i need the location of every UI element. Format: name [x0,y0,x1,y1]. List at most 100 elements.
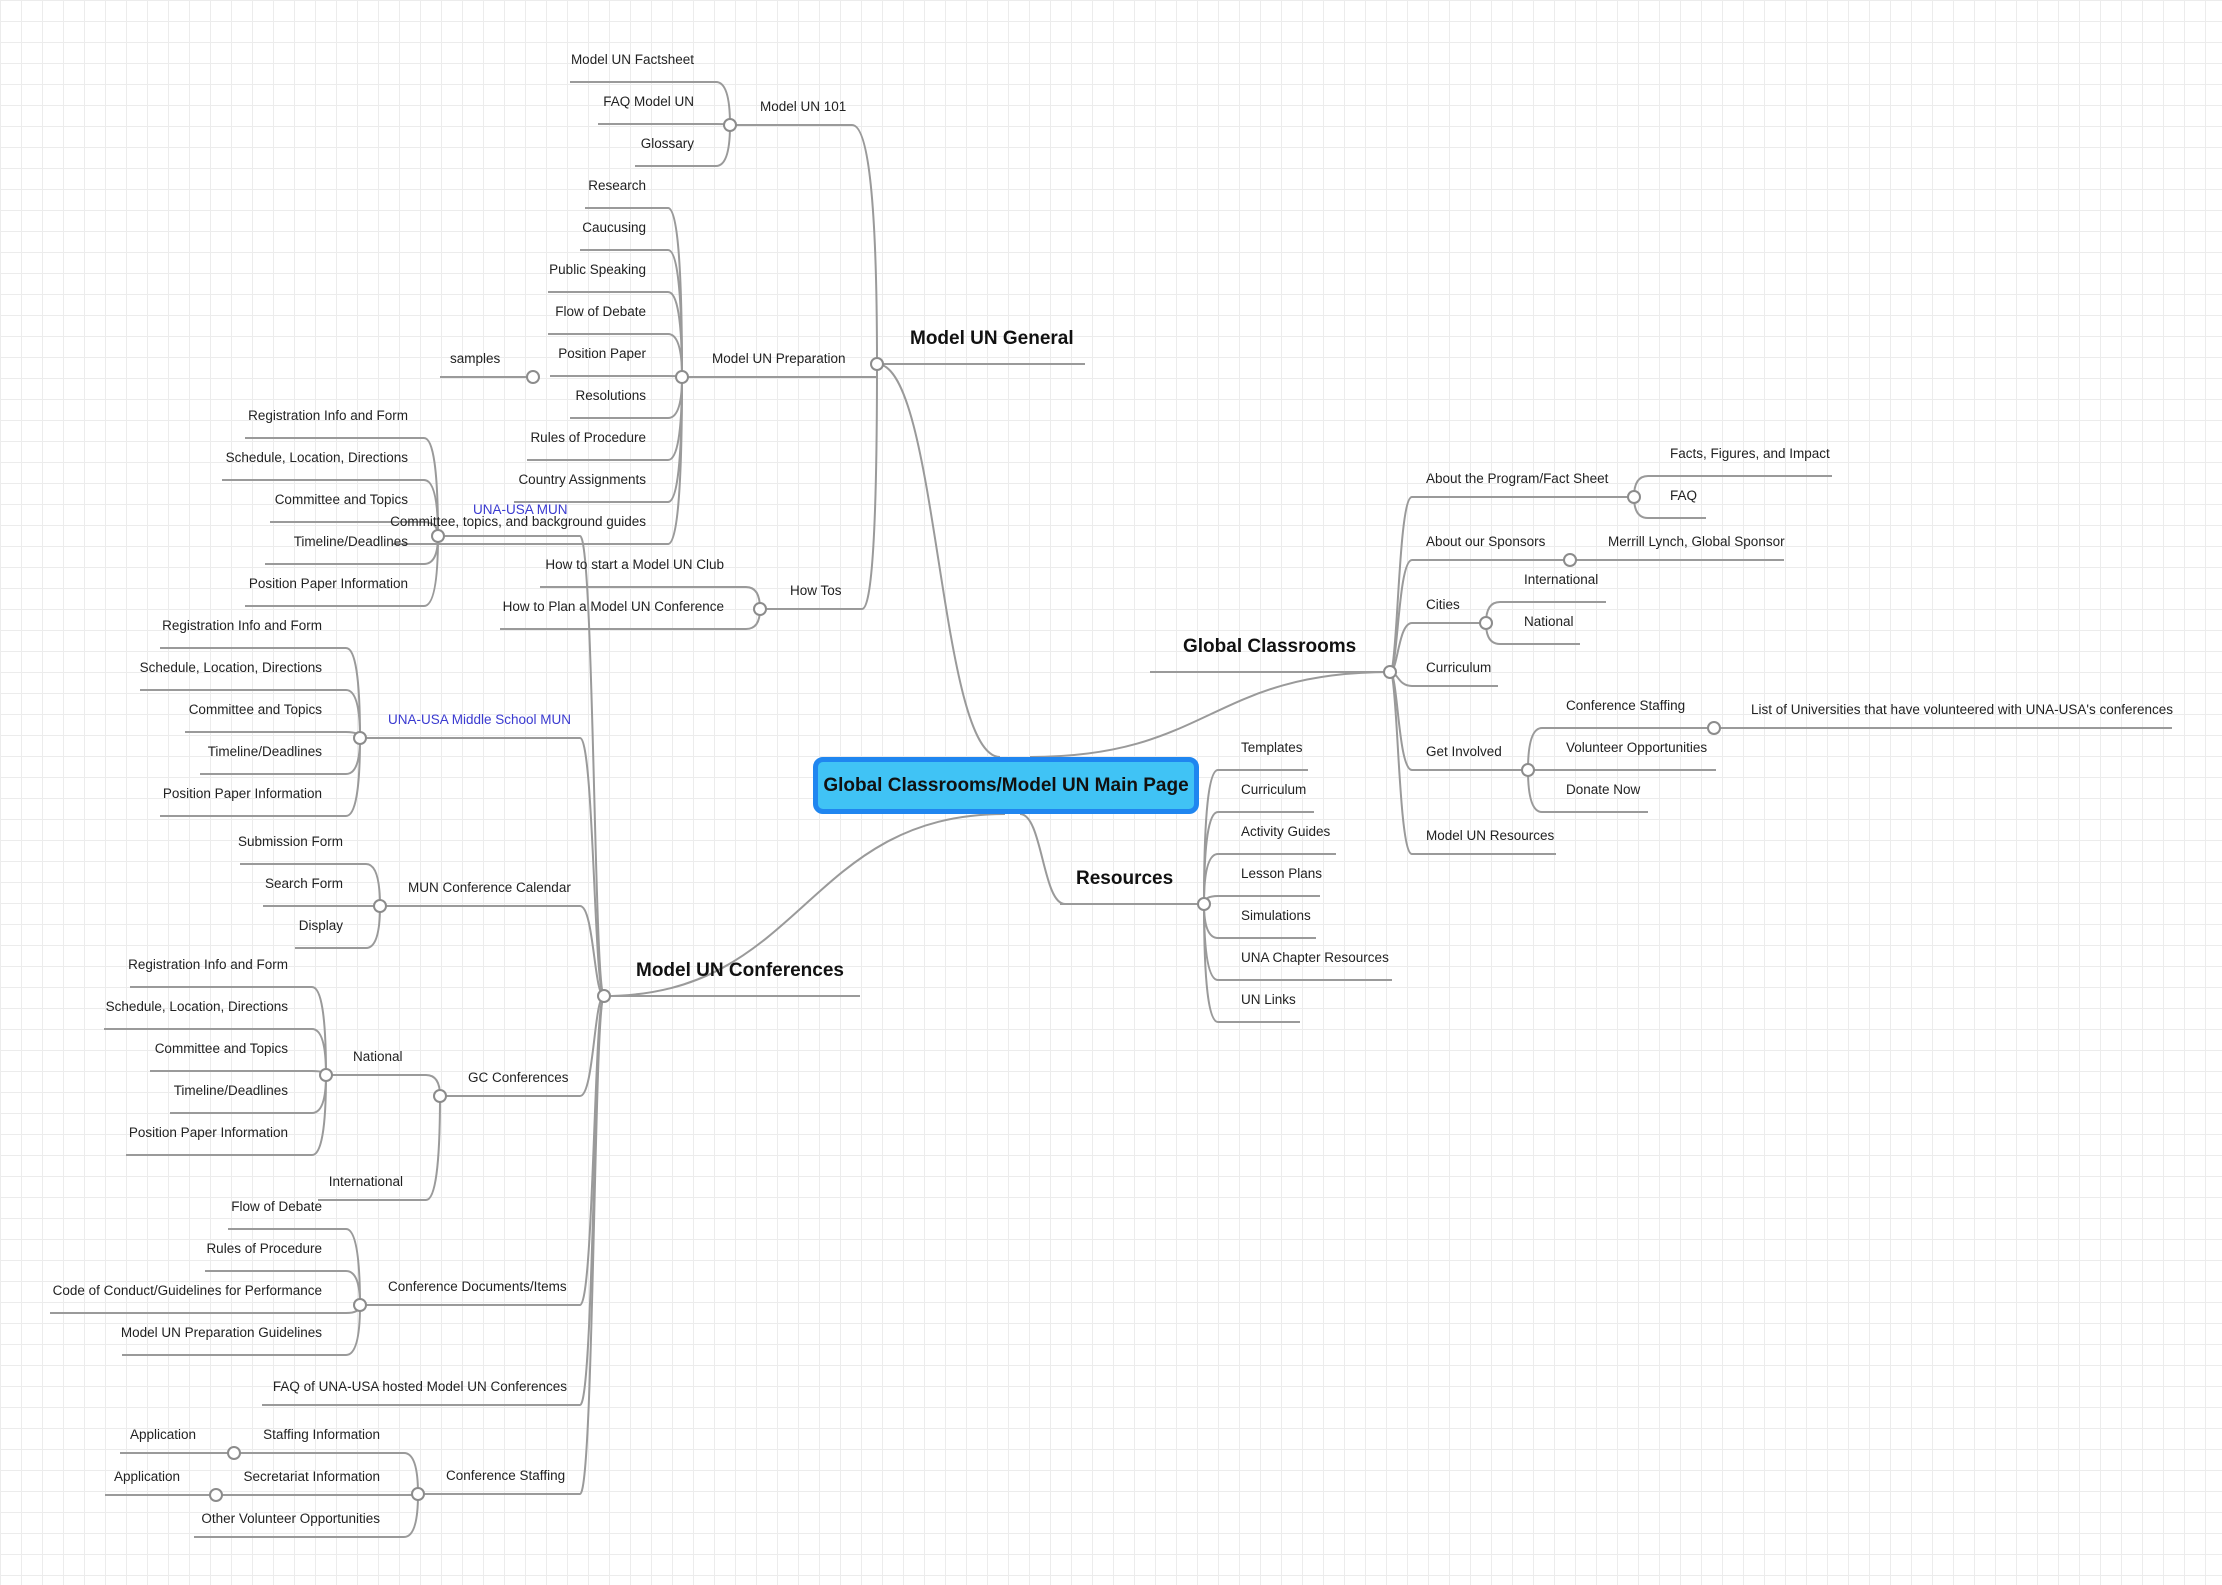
connector-una-usa-middle-school-mun [579,737,605,997]
node-display[interactable]: Display [299,918,344,933]
node-un-links[interactable]: UN Links [1241,992,1296,1007]
node-rules-of-procedure[interactable]: Rules of Procedure [206,1241,322,1256]
node-conference-documents-items[interactable]: Conference Documents/Items [388,1279,567,1294]
node-timeline-deadlines[interactable]: Timeline/Deadlines [208,744,323,759]
node-templates[interactable]: Templates [1241,740,1303,755]
node-una-chapter-resources[interactable]: UNA Chapter Resources [1241,950,1389,965]
connector-root-conferences [603,813,1006,997]
node-volunteer-opportunities[interactable]: Volunteer Opportunities [1566,740,1707,755]
junction-gc-conferences [433,1089,447,1103]
node-resolutions[interactable]: Resolutions [575,388,646,403]
connector-flow-of-debate [345,1228,361,1306]
node-lesson-plans[interactable]: Lesson Plans [1241,866,1322,881]
junction-cities [1479,616,1493,630]
node-curriculum[interactable]: Curriculum [1426,660,1491,675]
node-application[interactable]: Application [114,1469,180,1484]
node-rules-of-procedure[interactable]: Rules of Procedure [530,430,646,445]
node-model-un-conferences[interactable]: Model UN Conferences [636,960,844,981]
node-conference-staffing[interactable]: Conference Staffing [446,1468,565,1483]
node-model-un-general[interactable]: Model UN General [910,328,1074,349]
node-position-paper[interactable]: Position Paper [558,346,646,361]
node-about-our-sponsors[interactable]: About our Sponsors [1426,534,1546,549]
node-model-un-101[interactable]: Model UN 101 [760,99,846,114]
node-registration-info-and-form[interactable]: Registration Info and Form [128,957,288,972]
node-cities[interactable]: Cities [1426,597,1460,612]
connector-registration-info-and-form [311,986,327,1076]
node-faq[interactable]: FAQ [1670,488,1697,503]
junction-mun-conference-calendar [373,899,387,913]
node-activity-guides[interactable]: Activity Guides [1241,824,1331,839]
node-how-tos[interactable]: How Tos [790,583,842,598]
node-resources[interactable]: Resources [1076,868,1173,889]
node-faq-of-una-usa-hosted-model-un-conferences[interactable]: FAQ of UNA-USA hosted Model UN Conferenc… [273,1379,567,1394]
junction-una-usa-ms-mun [353,731,367,745]
connector-model-un-resources [1389,671,1413,855]
node-international[interactable]: International [1524,572,1598,587]
node-flow-of-debate[interactable]: Flow of Debate [555,304,646,319]
node-model-un-resources[interactable]: Model UN Resources [1426,828,1555,843]
node-flow-of-debate[interactable]: Flow of Debate [231,1199,322,1214]
connector-model-un-101 [851,124,878,365]
node-una-usa-middle-school-mun[interactable]: UNA-USA Middle School MUN [388,712,571,727]
node-global-classrooms[interactable]: Global Classrooms [1183,636,1356,657]
node-submission-form[interactable]: Submission Form [238,834,343,849]
node-schedule-location-directions[interactable]: Schedule, Location, Directions [140,660,323,675]
node-gc-conferences[interactable]: GC Conferences [468,1070,569,1085]
node-staffing-information[interactable]: Staffing Information [263,1427,380,1442]
node-facts-figures-and-impact[interactable]: Facts, Figures, and Impact [1670,446,1830,461]
node-schedule-location-directions[interactable]: Schedule, Location, Directions [226,450,409,465]
node-mun-conference-calendar[interactable]: MUN Conference Calendar [408,880,571,895]
connector-activity-guides [1203,853,1219,905]
root-node[interactable]: Global Classrooms/Model UN Main Page [813,757,1199,814]
node-simulations[interactable]: Simulations [1241,908,1311,923]
node-search-form[interactable]: Search Form [265,876,343,891]
node-donate-now[interactable]: Donate Now [1566,782,1641,797]
node-timeline-deadlines[interactable]: Timeline/Deadlines [294,534,409,549]
node-other-volunteer-opportunities[interactable]: Other Volunteer Opportunities [201,1511,380,1526]
node-faq-model-un[interactable]: FAQ Model UN [603,94,694,109]
node-committee-and-topics[interactable]: Committee and Topics [189,702,323,717]
node-model-un-factsheet[interactable]: Model UN Factsheet [571,52,694,67]
connector-un-links [1203,903,1219,1023]
node-code-of-conduct-guidelines-for-performance[interactable]: Code of Conduct/Guidelines for Performan… [53,1283,322,1298]
node-caucusing[interactable]: Caucusing [582,220,646,235]
node-samples[interactable]: samples [450,351,501,366]
node-merrill-lynch-global-sponsor[interactable]: Merrill Lynch, Global Sponsor [1608,534,1785,549]
node-curriculum[interactable]: Curriculum [1241,782,1306,797]
node-registration-info-and-form[interactable]: Registration Info and Form [248,408,408,423]
root-node-label: Global Classrooms/Model UN Main Page [823,774,1189,796]
connector-international [425,1095,441,1201]
node-conference-staffing[interactable]: Conference Staffing [1566,698,1685,713]
node-model-un-preparation[interactable]: Model UN Preparation [712,351,846,366]
node-list-of-universities-that-have-volunteered-with-una-usa-s-conferences[interactable]: List of Universities that have volunteer… [1751,702,2173,717]
node-research[interactable]: Research [588,178,646,193]
node-how-to-start-a-model-un-club[interactable]: How to start a Model UN Club [545,557,724,572]
junction-get-involved [1521,763,1535,777]
node-position-paper-information[interactable]: Position Paper Information [129,1125,288,1140]
node-about-the-program-fact-sheet[interactable]: About the Program/Fact Sheet [1426,471,1609,486]
node-glossary[interactable]: Glossary [641,136,695,151]
node-national[interactable]: National [353,1049,403,1064]
node-model-un-preparation-guidelines[interactable]: Model UN Preparation Guidelines [121,1325,322,1340]
node-committee-and-topics[interactable]: Committee and Topics [155,1041,289,1056]
node-get-involved[interactable]: Get Involved [1426,744,1502,759]
connector-position-paper-information [345,737,361,817]
node-una-usa-mun[interactable]: UNA-USA MUN [473,502,568,517]
node-schedule-location-directions[interactable]: Schedule, Location, Directions [106,999,289,1014]
node-committee-topics-and-background-guides[interactable]: Committee, topics, and background guides [390,514,646,529]
node-how-to-plan-a-model-un-conference[interactable]: How to Plan a Model UN Conference [503,599,724,614]
connector-position-paper-information [423,535,439,607]
junction-get-involved-staffing [1707,721,1721,735]
node-application[interactable]: Application [130,1427,196,1442]
node-secretariat-information[interactable]: Secretariat Information [243,1469,380,1484]
node-position-paper-information[interactable]: Position Paper Information [163,786,322,801]
node-registration-info-and-form[interactable]: Registration Info and Form [162,618,322,633]
node-position-paper-information[interactable]: Position Paper Information [249,576,408,591]
node-timeline-deadlines[interactable]: Timeline/Deadlines [174,1083,289,1098]
node-committee-and-topics[interactable]: Committee and Topics [275,492,409,507]
node-public-speaking[interactable]: Public Speaking [549,262,646,277]
node-country-assignments[interactable]: Country Assignments [518,472,646,487]
junction-position-paper [526,370,540,384]
node-national[interactable]: National [1524,614,1574,629]
node-international[interactable]: International [329,1174,403,1189]
